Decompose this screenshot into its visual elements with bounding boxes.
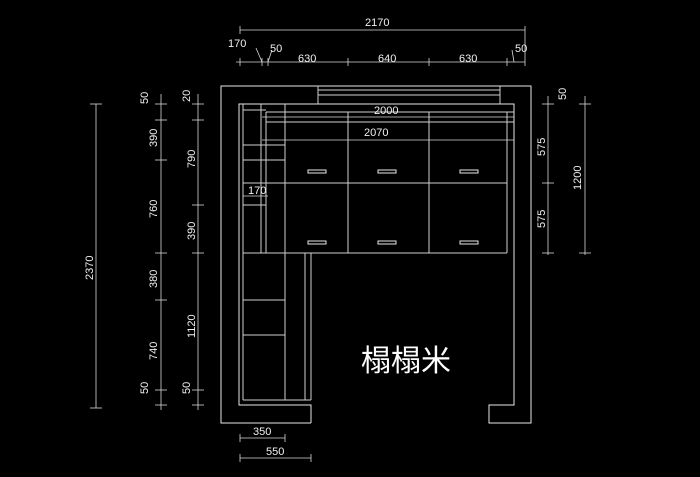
dim-left-overall: 2370 bbox=[84, 103, 102, 409]
dim-a-390: 390 bbox=[148, 129, 160, 147]
dim-top: 2170 170 50 630 640 630 50 bbox=[228, 17, 527, 66]
room-label: 榻榻米 bbox=[361, 344, 451, 379]
dim-bottom-550: 550 bbox=[266, 446, 284, 458]
handle-icon bbox=[307, 169, 327, 174]
dim-right-575-top: 575 bbox=[536, 138, 548, 156]
dim-right-50: 50 bbox=[557, 88, 569, 100]
dim-top-overall: 2170 bbox=[365, 17, 389, 29]
handle-icon bbox=[459, 240, 479, 245]
handle-icon bbox=[307, 240, 327, 245]
dim-top-50-right: 50 bbox=[515, 43, 527, 55]
tatami-platform bbox=[242, 253, 312, 401]
dim-top-50-left: 50 bbox=[270, 43, 282, 55]
dim-left-2370: 2370 bbox=[84, 256, 96, 280]
dim-left-stack-b: 20 790 390 1120 50 bbox=[181, 90, 204, 410]
dim-b-1120: 1120 bbox=[186, 314, 198, 338]
handle-icon bbox=[459, 169, 479, 174]
dim-a-760: 760 bbox=[148, 200, 160, 218]
dim-top-170: 170 bbox=[228, 38, 246, 50]
handle-icon bbox=[377, 240, 397, 245]
dim-right-575-bottom: 575 bbox=[536, 210, 548, 228]
dim-inner-2070: 2070 bbox=[364, 127, 388, 139]
dim-b-50: 50 bbox=[181, 382, 193, 394]
dim-top-630-right: 630 bbox=[459, 53, 477, 65]
dim-right: 50 575 575 1200 bbox=[536, 88, 591, 255]
dim-a-50-top: 50 bbox=[139, 92, 151, 104]
dim-bottom: 350 550 bbox=[239, 426, 312, 462]
dim-b-390: 390 bbox=[186, 222, 198, 240]
dim-right-1200: 1200 bbox=[572, 166, 584, 190]
dim-a-50-bottom: 50 bbox=[139, 382, 151, 394]
left-storage-column bbox=[242, 104, 311, 400]
dim-inner: 2000 2070 170 bbox=[243, 105, 514, 197]
dim-step-170: 170 bbox=[248, 185, 266, 197]
dim-inner-2000: 2000 bbox=[374, 105, 398, 117]
dim-a-380: 380 bbox=[148, 270, 160, 288]
handle-icon bbox=[377, 169, 397, 174]
drawer-handles bbox=[307, 169, 479, 245]
dim-left-stack-a: 50 390 760 380 740 50 bbox=[139, 92, 167, 410]
dim-bottom-350: 350 bbox=[253, 426, 271, 438]
dim-b-20: 20 bbox=[181, 90, 193, 102]
dim-top-640: 640 bbox=[378, 53, 396, 65]
dim-top-630-left: 630 bbox=[298, 53, 316, 65]
dim-b-790: 790 bbox=[186, 150, 198, 168]
dim-a-740: 740 bbox=[148, 342, 160, 360]
top-wardrobe bbox=[266, 86, 514, 254]
outer-wall bbox=[220, 85, 532, 424]
